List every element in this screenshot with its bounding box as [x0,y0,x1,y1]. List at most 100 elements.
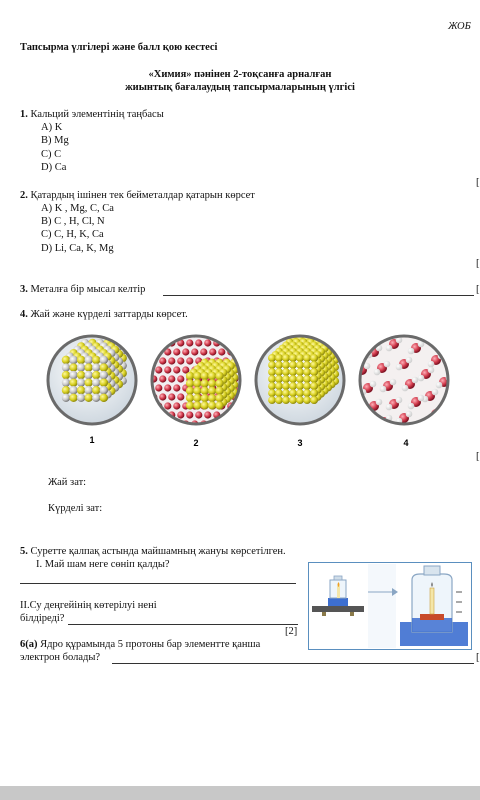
sphere [375,398,383,406]
sphere [177,393,185,401]
sphere [268,361,276,369]
sphere [200,386,209,395]
sphere [282,361,290,369]
q6-answer-line[interactable] [112,663,474,664]
sphere [173,384,181,392]
sphere [155,384,163,392]
sphere [173,336,181,338]
sphere [69,386,78,395]
sphere [240,357,247,364]
sphere [193,394,202,403]
sphere [155,366,163,374]
sphere [200,394,209,403]
q5-part-2-answer-line[interactable] [68,624,298,625]
sphere [296,396,304,405]
sphere [236,348,240,356]
sphere [193,379,202,388]
question-5-number: 5. [20,546,28,557]
sphere [185,386,195,395]
small-jar-setup [312,575,364,616]
sphere [186,411,194,419]
sphere [208,394,217,403]
sphere [208,401,217,410]
sphere [208,371,217,381]
sphere [379,385,387,393]
sphere [405,410,413,418]
sphere [99,355,108,365]
sphere [209,348,217,356]
subtitle-line-2: жиынтық бағалаудың тапсырмаларының үлгіс… [125,82,355,93]
sphere [159,375,167,383]
sphere [61,393,71,402]
q5-score: [2] [285,626,298,637]
sphere [185,394,195,403]
sphere [215,386,224,395]
sphere [296,368,304,376]
sphere [185,371,195,381]
q5-part-1-answer-line[interactable] [20,583,296,584]
sphere [61,386,71,395]
candle-experiment-figure [308,562,472,650]
sphere [193,386,202,395]
sphere [405,356,413,364]
sphere [275,375,283,383]
sphere [69,393,78,402]
sphere [236,336,240,338]
q5-part-1: I. Май шам неге сөніп қалды? [36,559,170,570]
sphere [303,382,311,390]
question-4-text: Жай және күрделі заттарды көрсет. [30,309,188,320]
sphere [155,420,163,424]
sphere [164,336,172,338]
substance-3-image [254,334,346,426]
sphere [173,402,181,410]
q5-part-2-line-1: II.Су деңгейінің көтерілуі нені [20,600,157,611]
sphere [69,363,78,372]
sphere [204,411,212,419]
sphere [373,368,381,376]
sphere [168,393,176,401]
sphere [282,375,290,383]
substance-label-2: 2 [193,438,198,448]
question-5-text: Суретте қалпақ астында майшамның жануы к… [30,546,286,557]
sphere [92,363,101,372]
sphere [215,371,224,381]
sphere [427,366,435,374]
sphere [177,357,185,365]
sphere [191,348,199,356]
sphere [275,368,283,376]
sphere [389,378,397,386]
sphere [275,389,283,397]
sphere [164,420,172,424]
sphere [268,375,276,383]
sphere [200,371,209,381]
sphere [76,393,86,402]
sphere [227,420,235,424]
sphere [240,393,247,400]
sphere [236,402,240,410]
sphere [152,402,154,410]
q3-answer-line[interactable] [163,295,474,296]
corner-text: ЖОБ [448,21,471,32]
sphere [69,378,78,387]
sphere [200,348,208,356]
sphere [204,339,212,347]
sphere [218,348,226,356]
sphere [331,336,340,343]
q1-option-a: A) K [41,122,63,133]
sphere [193,371,202,381]
sphere [303,375,311,383]
q1-option-c: C) C [41,149,62,160]
sphere [185,401,195,410]
question-1: 1. Кальций элементінің таңбасы [20,109,164,121]
sphere [168,357,176,365]
sphere [289,389,297,397]
sphere [363,362,371,370]
substance-label-4: 4 [403,438,408,448]
sphere [395,336,403,344]
sphere [275,354,283,362]
sphere [99,393,108,402]
sphere [218,420,226,424]
sphere [92,370,101,380]
sphere [155,336,163,338]
q1-mark: [ [476,177,480,188]
